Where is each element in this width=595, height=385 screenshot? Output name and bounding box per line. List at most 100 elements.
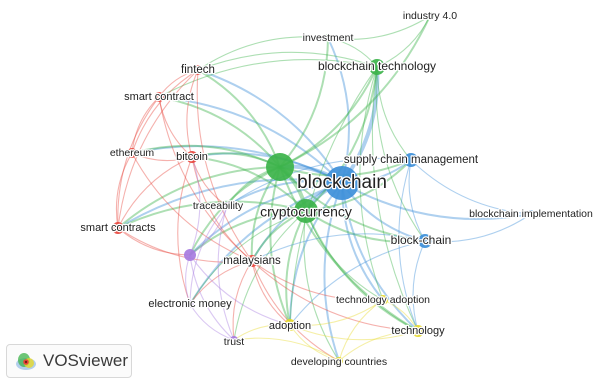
label-malaysians[interactable]: malaysians xyxy=(222,254,282,269)
label-fintech[interactable]: fintech xyxy=(180,63,216,78)
node-electronic-money[interactable] xyxy=(186,300,194,308)
link-developing_countries-trust xyxy=(233,337,340,362)
label-layer: blockchain cryptocurrency blockchain techn… xyxy=(79,9,594,370)
link-smart_contracts-purple_hub xyxy=(117,227,191,256)
link-bitcoin-malaysians xyxy=(191,156,253,262)
link-fintech-malaysians xyxy=(196,69,253,262)
label-smart-contracts[interactable]: smart contracts xyxy=(79,221,157,236)
link-cryptocurrency-developing_countries xyxy=(303,210,340,362)
link-malaysians-electronic_money xyxy=(189,260,253,305)
node-traceability[interactable] xyxy=(223,202,231,210)
label-block-chain[interactable]: block-chain xyxy=(389,232,452,249)
link-block_chain-technology xyxy=(412,240,426,332)
node-green-hub[interactable] xyxy=(266,153,294,181)
label-industry-4-0[interactable]: industry 4.0 xyxy=(402,9,459,24)
link-green_hub-fintech xyxy=(197,69,281,168)
label-supply-chain-management[interactable]: supply chain management xyxy=(343,153,481,168)
node-trust[interactable] xyxy=(230,336,238,344)
link-ethereum-smart_contracts xyxy=(115,152,133,229)
label-smart-contract[interactable]: smart contract xyxy=(123,90,195,105)
vosviewer-logo-badge[interactable]: VOSviewer xyxy=(6,344,132,378)
label-blockchain-technology[interactable]: blockchain technology xyxy=(317,58,438,75)
node-developing-countries[interactable] xyxy=(335,357,343,365)
node-bitcoin[interactable] xyxy=(186,151,198,163)
node-ethereum[interactable] xyxy=(127,148,137,158)
link-cryptocurrency-block_chain xyxy=(305,210,426,243)
link-smart_contract-bitcoin xyxy=(158,96,193,158)
label-blockchain-implementation[interactable]: blockchain implementation xyxy=(468,207,594,222)
link-adoption-technology xyxy=(289,324,419,341)
node-technology-adoption[interactable] xyxy=(378,295,388,305)
label-adoption[interactable]: adoption xyxy=(268,319,313,334)
label-traceability[interactable]: traceability xyxy=(192,199,245,214)
link-blockchain-smart_contracts xyxy=(117,178,343,229)
link-green_hub-blockchain_technology xyxy=(279,66,378,168)
link-malaysians-adoption xyxy=(251,260,291,326)
app-name: VOSviewer xyxy=(43,351,129,370)
link-cryptocurrency-purple_hub xyxy=(189,210,307,256)
node-blockchain[interactable] xyxy=(325,166,359,200)
link-block_chain-blockchain_implementation xyxy=(424,213,532,243)
label-bitcoin[interactable]: bitcoin xyxy=(175,150,209,165)
link-blockchain-fintech xyxy=(197,69,343,184)
link-investment-industry_4_0 xyxy=(327,15,431,41)
link-traceability-trust xyxy=(217,205,235,341)
node-adoption[interactable] xyxy=(284,319,296,331)
label-cryptocurrency[interactable]: cryptocurrency xyxy=(259,202,353,221)
link-blockchain_technology-technology_adoption xyxy=(359,66,384,301)
link-traceability-electronic_money xyxy=(189,205,228,305)
link-fintech-ethereum xyxy=(131,69,199,154)
link-purple_hub-bitcoin xyxy=(189,156,201,256)
link-green_hub-ethereum xyxy=(131,144,281,168)
link-fintech-bitcoin xyxy=(186,69,199,158)
node-block-chain[interactable] xyxy=(418,234,432,248)
label-investment[interactable]: investment xyxy=(301,31,354,46)
node-smart-contracts[interactable] xyxy=(112,222,124,234)
link-purple_hub-electronic_money xyxy=(185,254,191,305)
node-malaysians[interactable] xyxy=(246,255,258,267)
link-green_hub-adoption xyxy=(269,166,291,326)
link-blockchain-adoption xyxy=(289,182,343,326)
label-trust[interactable]: trust xyxy=(223,335,246,350)
link-green_hub-smart_contracts xyxy=(117,166,281,229)
link-blockchain-bitcoin xyxy=(191,152,343,184)
node-investment[interactable] xyxy=(324,34,332,42)
link-blockchain-ethereum xyxy=(131,145,343,184)
link-green_hub-smart_contract xyxy=(158,96,281,168)
node-blockchain-implementation[interactable] xyxy=(527,210,535,218)
label-electronic-money[interactable]: electronic money xyxy=(147,297,233,312)
vosviewer-density-icon xyxy=(15,350,37,372)
link-block_chain-adoption xyxy=(289,240,426,326)
link-blockchain-investment xyxy=(327,37,350,184)
link-cryptocurrency-technology xyxy=(305,210,419,332)
node-supply-chain-management[interactable] xyxy=(404,153,418,167)
label-ethereum[interactable]: ethereum xyxy=(109,146,156,161)
link-cryptocurrency-adoption xyxy=(285,210,307,326)
node-fintech[interactable] xyxy=(193,65,203,75)
label-developing-countries[interactable]: developing countries xyxy=(290,355,389,370)
link-malaysians-trust xyxy=(232,260,253,341)
node-industry-4-0[interactable] xyxy=(426,12,434,20)
link-green_hub-industry_4_0 xyxy=(279,15,431,168)
node-technology[interactable] xyxy=(412,325,424,337)
link-malaysians-technology_adoption xyxy=(251,260,384,301)
link-blockchain-electronic_money xyxy=(189,182,343,305)
label-technology[interactable]: technology xyxy=(390,324,446,339)
label-technology-adoption[interactable]: technology adoption xyxy=(335,293,432,308)
link-adoption-technology_adoption xyxy=(289,299,384,327)
node-smart-contract[interactable] xyxy=(154,92,164,102)
label-blockchain[interactable]: blockchain xyxy=(296,171,388,195)
link-smart_contract-smart_contracts xyxy=(117,96,160,229)
node-cryptocurrency[interactable] xyxy=(294,199,318,223)
link-green_hub-technology xyxy=(279,166,419,332)
link-smart_contracts-malaysians xyxy=(117,227,253,263)
node-blockchain-technology[interactable] xyxy=(369,59,385,75)
node-purple-hub[interactable] xyxy=(184,249,196,261)
link-layer xyxy=(115,15,532,362)
link-purple_hub-adoption xyxy=(189,254,291,326)
link-purple_hub-trust xyxy=(189,254,235,341)
link-blockchain-technology xyxy=(341,182,419,332)
link-cryptocurrency-trust xyxy=(233,210,307,341)
